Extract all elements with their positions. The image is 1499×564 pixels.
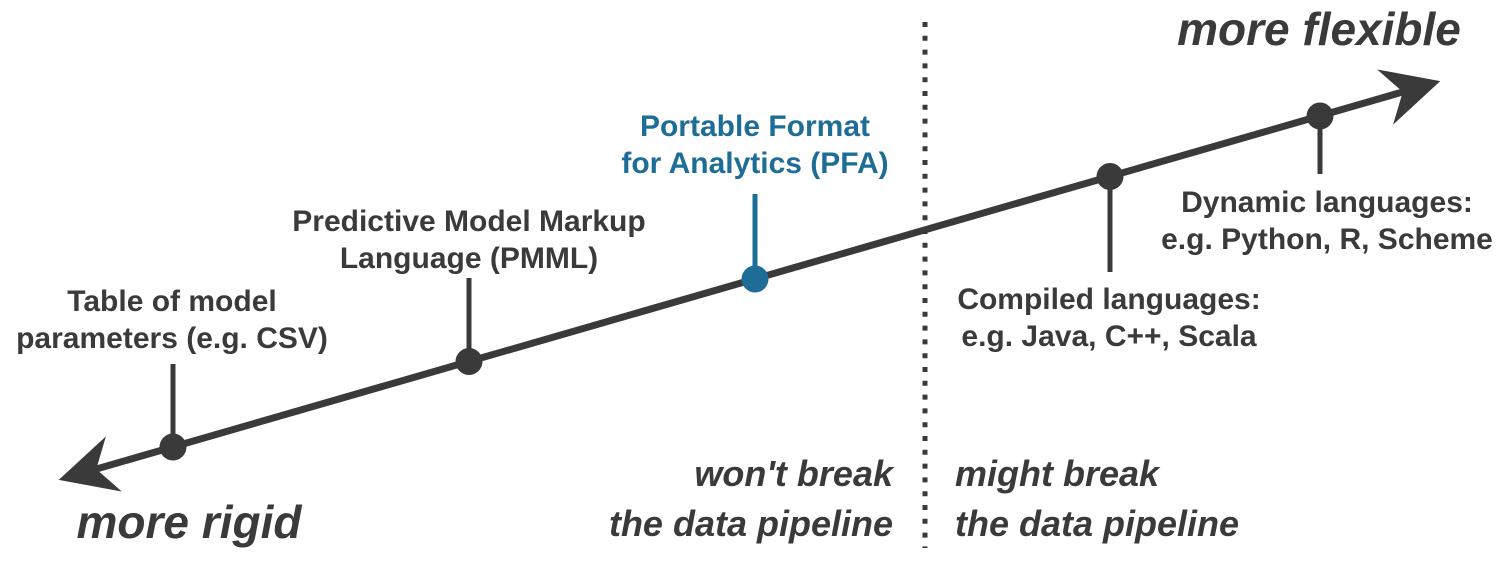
csv-label-line1: Table of model xyxy=(67,285,277,318)
dynamic-label-line2: e.g. Python, R, Scheme xyxy=(1161,223,1493,256)
csv-label-line2: parameters (e.g. CSV) xyxy=(16,322,328,355)
more-flexible-label: more flexible xyxy=(1177,3,1461,55)
might-break-note: might break the data pipeline xyxy=(955,449,1239,549)
pmml-point-label: Predictive Model Markup Language (PMML) xyxy=(292,203,645,277)
wont-break-line2: the data pipeline xyxy=(608,503,893,544)
more-rigid-text: more rigid xyxy=(76,496,302,548)
wont-break-line1: won't break xyxy=(694,453,893,494)
might-break-line2: the data pipeline xyxy=(955,503,1240,544)
compiled-point-dot xyxy=(1096,163,1124,190)
might-break-line1: might break xyxy=(955,453,1160,494)
csv-point-dot xyxy=(159,433,187,461)
wont-break-note: won't break the data pipeline xyxy=(609,449,893,549)
csv-point-label: Table of model parameters (e.g. CSV) xyxy=(16,283,328,357)
dynamic-point-label: Dynamic languages: e.g. Python, R, Schem… xyxy=(1161,184,1493,258)
pmml-label-line2: Language (PMML) xyxy=(339,242,599,275)
compiled-point-label: Compiled languages: e.g. Java, C++, Scal… xyxy=(957,281,1260,355)
pfa-point-dot xyxy=(741,265,769,293)
dynamic-label-line1: Dynamic languages: xyxy=(1181,186,1473,219)
pfa-point-label: Portable Format for Analytics (PFA) xyxy=(621,108,888,182)
pfa-label-line2: for Analytics (PFA) xyxy=(621,147,889,180)
more-rigid-label: more rigid xyxy=(77,496,302,548)
dynamic-point-dot xyxy=(1306,102,1334,130)
pmml-point-dot xyxy=(455,348,483,375)
more-flexible-text: more flexible xyxy=(1177,3,1461,55)
pfa-label-line1: Portable Format xyxy=(639,110,871,143)
compiled-label-line2: e.g. Java, C++, Scala xyxy=(961,320,1257,353)
pmml-label-line1: Predictive Model Markup xyxy=(292,205,646,238)
compiled-label-line1: Compiled languages: xyxy=(957,283,1261,316)
